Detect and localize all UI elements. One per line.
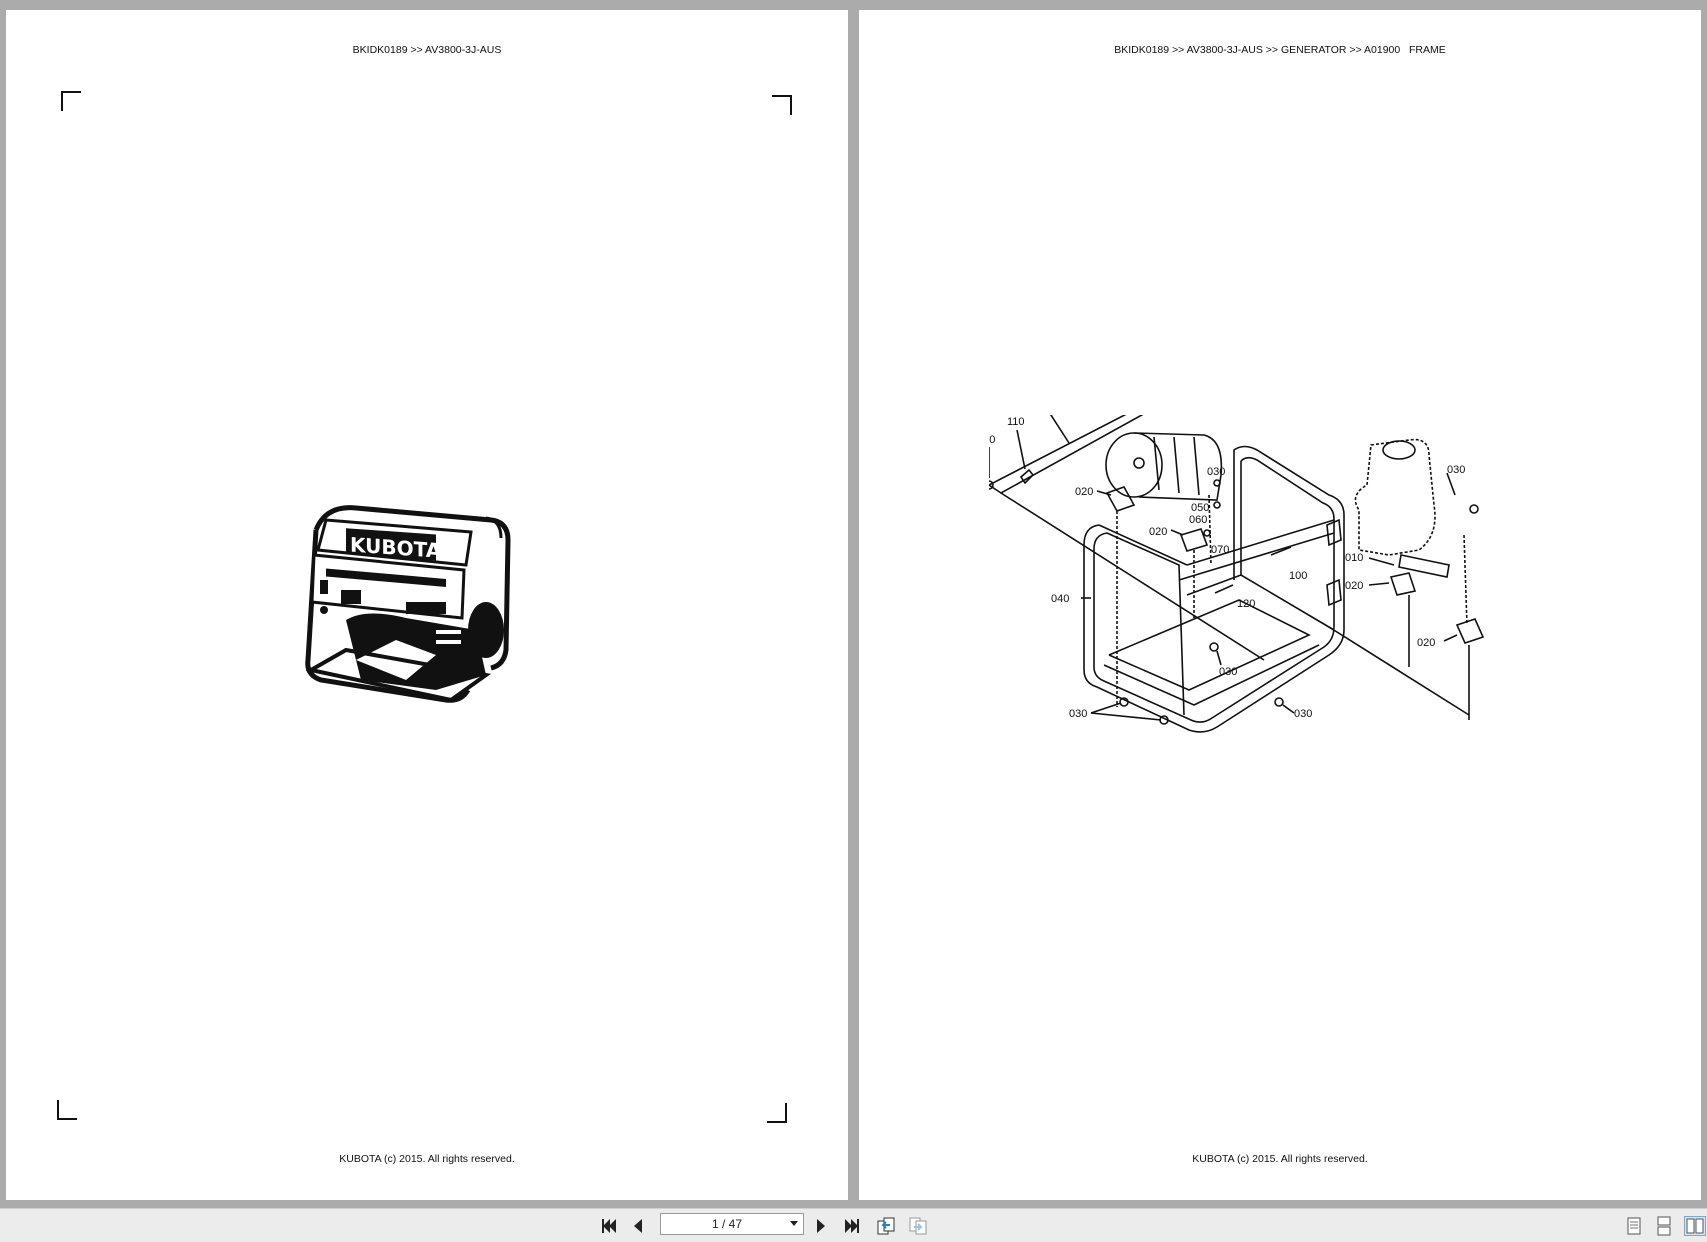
callout-030: 030 [1219,666,1237,678]
document-page-1: BKIDK0189 >> AV3800-3J-AUS KUBOTA KUBOTA… [6,10,848,1200]
continuous-view-icon [1657,1216,1671,1236]
crop-mark-bottom-right [767,1103,787,1123]
single-page-view-button[interactable] [1624,1216,1644,1236]
previous-page-button[interactable] [628,1216,648,1236]
crop-mark-bottom-left [57,1100,77,1120]
callout-010: 010 [1345,552,1363,564]
page-footer: KUBOTA (c) 2015. All rights reserved. [1192,1153,1368,1165]
page-dropdown-button[interactable] [785,1214,803,1234]
callout-040: 040 [1051,593,1069,605]
page-number-field[interactable]: 1 / 47 [660,1213,804,1235]
page-footer: KUBOTA (c) 2015. All rights reserved. [339,1153,515,1165]
callout-020: 020 [1075,486,1093,498]
callout-030: 030 [1294,708,1312,720]
go-forward-view-icon [909,1217,927,1235]
frame-exploded-diagram: 080 110 090 030 020 050 060 020 070 040 … [989,415,1485,733]
callout-020: 020 [1417,637,1435,649]
crop-mark-top-right [772,95,792,115]
viewer-toolbar: 1 / 47 [0,1208,1707,1242]
first-page-icon [602,1219,616,1233]
callout-120: 120 [1237,598,1255,610]
page-indicator[interactable]: 1 / 47 [711,1217,743,1231]
callout-030: 030 [1207,466,1225,478]
brand-logo-text: KUBOTA [350,532,442,562]
single-page-view-icon [1627,1217,1641,1235]
page-header: BKIDK0189 >> AV3800-3J-AUS [352,44,502,56]
next-page-button[interactable] [811,1216,831,1236]
callout-090: 090 [989,434,995,446]
callout-020: 020 [1345,580,1363,592]
go-back-view-icon [877,1217,895,1235]
two-page-view-icon [1686,1218,1704,1234]
callout-030: 030 [1447,464,1465,476]
last-page-icon [845,1219,859,1233]
continuous-view-button[interactable] [1654,1216,1674,1236]
callout-060: 060 [1189,514,1207,526]
previous-page-icon [634,1219,642,1233]
page-header: BKIDK0189 >> AV3800-3J-AUS >> GENERATOR … [1114,44,1446,56]
last-page-button[interactable] [841,1216,863,1236]
callout-110: 110 [1007,416,1025,428]
callout-020: 020 [1149,526,1167,538]
callout-050: 050 [1191,502,1209,514]
callout-070: 070 [1211,544,1229,556]
chevron-down-icon [790,1221,798,1226]
generator-illustration: KUBOTA [305,505,511,703]
callout-030: 030 [1069,708,1087,720]
go-back-view-button[interactable] [875,1216,899,1236]
document-page-2: BKIDK0189 >> AV3800-3J-AUS >> GENERATOR … [859,10,1701,1200]
go-forward-view-button[interactable] [907,1216,931,1236]
crop-mark-top-left [61,91,81,111]
callout-100: 100 [1289,570,1307,582]
first-page-button[interactable] [598,1216,620,1236]
next-page-icon [817,1219,825,1233]
two-page-view-button[interactable] [1684,1216,1706,1236]
